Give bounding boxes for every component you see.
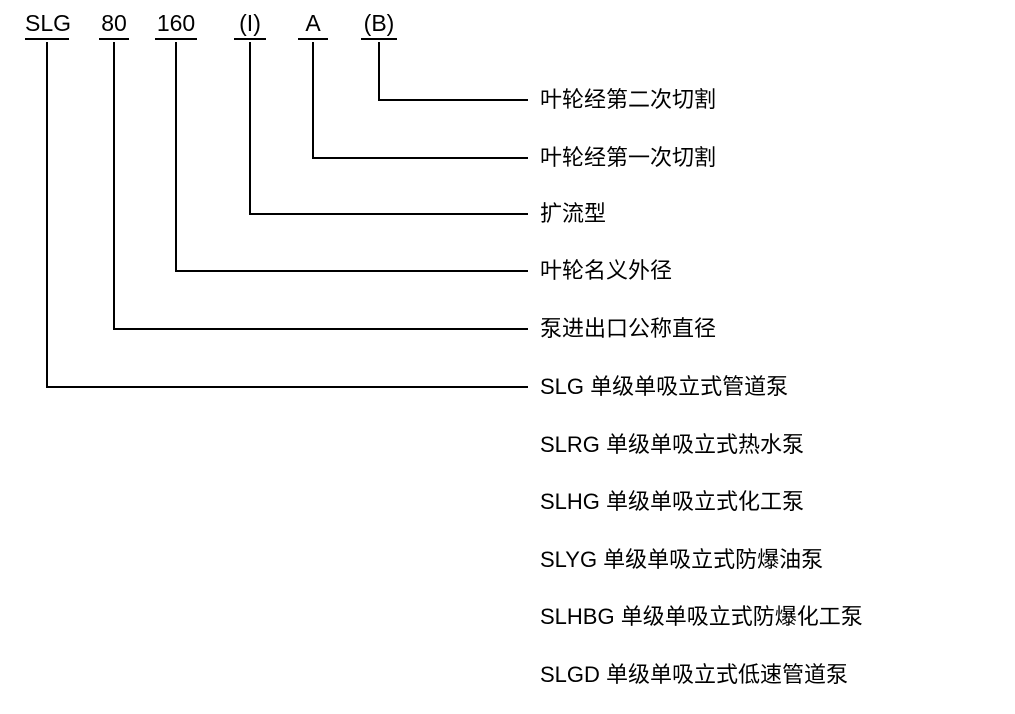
variant-label-slhbg: SLHBG 单级单吸立式防爆化工泵	[540, 604, 863, 629]
connector-line-token-b	[378, 42, 528, 101]
connector-line-token-160	[175, 42, 528, 272]
connector-line-token-slg	[46, 42, 528, 388]
model-code-token-a: A	[298, 10, 328, 40]
connector-line-token-i	[249, 42, 528, 215]
callout-label-port-diameter: 泵进出口公称直径	[540, 316, 717, 341]
variant-label-slrg: SLRG 单级单吸立式热水泵	[540, 432, 805, 457]
model-code-token-160: 160	[155, 10, 197, 40]
callout-label-slg-pump-type: SLG 单级单吸立式管道泵	[540, 374, 789, 399]
variant-label-slyg: SLYG 单级单吸立式防爆油泵	[540, 547, 824, 572]
model-code-token-i: (I)	[234, 10, 266, 40]
connector-line-token-80	[113, 42, 528, 330]
variant-label-slgd: SLGD 单级单吸立式低速管道泵	[540, 662, 849, 687]
callout-label-impeller-diameter: 叶轮名义外径	[540, 258, 673, 283]
callout-label-diffuser-type: 扩流型	[540, 201, 607, 226]
model-code-token-80: 80	[99, 10, 129, 40]
callout-label-first-cut: 叶轮经第一次切割	[540, 145, 717, 170]
model-code-token-slg: SLG	[25, 10, 71, 40]
model-code-token-b: (B)	[361, 10, 397, 40]
variant-label-slhg: SLHG 单级单吸立式化工泵	[540, 489, 805, 514]
connector-line-token-a	[312, 42, 528, 159]
callout-label-second-cut: 叶轮经第二次切割	[540, 87, 717, 112]
